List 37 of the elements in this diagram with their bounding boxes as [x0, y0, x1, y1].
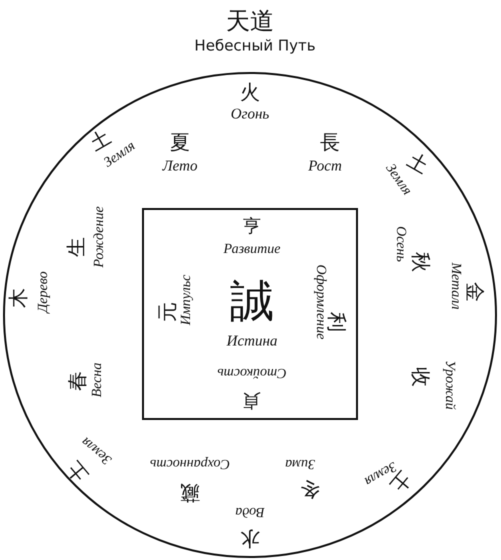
chinese-character: 利: [327, 312, 347, 332]
russian-word: Импульс: [180, 274, 194, 326]
russian-word: Металл: [448, 262, 462, 310]
chinese-character: 亨: [243, 218, 261, 236]
chinese-character: 元: [157, 302, 177, 322]
heading-text: Небесный Путь: [194, 38, 316, 54]
chinese-character: 秋: [411, 252, 431, 272]
chinese-character: 夏: [170, 132, 190, 152]
chinese-character: 冬: [300, 480, 320, 500]
chinese-character: 金: [465, 282, 485, 302]
chinese-character: 藏: [180, 483, 200, 503]
chinese-character: 木: [8, 288, 28, 308]
russian-word: Осень: [393, 226, 407, 262]
russian-word: Дерево: [37, 271, 51, 313]
chinese-character: 春: [67, 371, 87, 391]
chinese-character: 火: [240, 82, 260, 102]
chinese-character: 生: [66, 237, 86, 257]
chinese-character: 水: [240, 529, 260, 549]
russian-word: Развитие: [224, 243, 280, 257]
russian-word: Зима: [285, 456, 315, 470]
chinese-character: 收: [411, 367, 431, 387]
russian-word: Огонь: [230, 108, 270, 122]
inner-square: [142, 208, 358, 420]
russian-word: Рождение: [93, 206, 107, 268]
russian-word: Стойкость: [217, 365, 287, 379]
russian-word: Урожай: [442, 360, 456, 410]
russian-word: Сохранность: [150, 456, 230, 470]
chinese-character: 誠: [230, 280, 274, 324]
russian-word: Оформление: [313, 264, 327, 340]
chinese-character: 貞: [243, 391, 261, 409]
russian-word: Вода: [235, 504, 265, 518]
heading-characters: 天道: [226, 9, 274, 33]
russian-word: Весна: [91, 362, 105, 398]
russian-word: Истина: [226, 334, 278, 350]
chinese-character: 長: [320, 132, 340, 152]
russian-word: Рост: [308, 160, 342, 174]
russian-word: Лето: [162, 160, 198, 174]
